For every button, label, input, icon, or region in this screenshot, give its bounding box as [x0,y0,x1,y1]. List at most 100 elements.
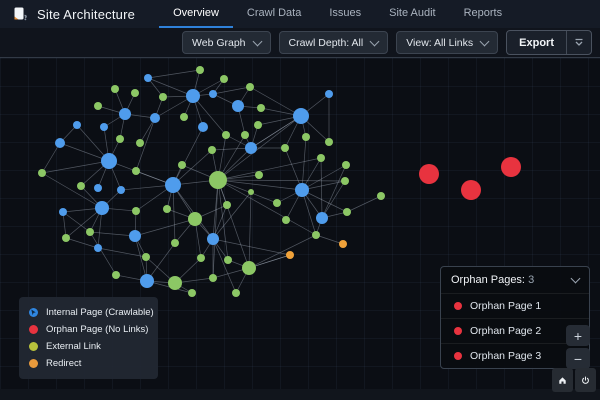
graph-node[interactable] [286,251,294,259]
graph-node[interactable] [246,83,254,91]
graph-node[interactable] [341,177,349,185]
graph-node[interactable] [140,274,154,288]
graph-node[interactable] [86,228,94,236]
graph-node[interactable] [209,274,217,282]
graph-edge [76,124,110,162]
graph-node[interactable] [129,230,141,242]
orphan-panel-header[interactable]: Orphan Pages: 3 [441,267,589,293]
graph-node[interactable] [131,89,139,97]
graph-node[interactable] [222,131,230,139]
graph-node[interactable] [38,169,46,177]
graph-node[interactable] [73,121,81,129]
graph-node[interactable] [165,177,181,193]
graph-node[interactable] [188,212,202,226]
graph-node[interactable] [254,121,262,129]
home-button[interactable] [552,368,573,392]
zoom-out-button[interactable]: − [566,348,590,369]
graph-node[interactable] [94,244,102,252]
crawl-depth-dropdown[interactable]: Crawl Depth: All [278,31,389,54]
graph-node[interactable] [136,139,144,147]
orphan-list-item-3[interactable]: Orphan Page 3 [441,343,589,368]
graph-node[interactable] [144,74,152,82]
graph-node[interactable] [325,138,333,146]
graph-node[interactable] [95,201,109,215]
tab-reports[interactable]: Reports [463,7,503,19]
graph-node[interactable] [188,289,196,297]
graph-node[interactable] [94,102,102,110]
graph-node[interactable] [339,240,347,248]
graph-node[interactable] [248,189,254,195]
graph-node[interactable] [132,207,140,215]
zoom-in-button[interactable]: + [566,325,590,346]
graph-edge [248,254,291,269]
graph-node[interactable] [171,239,179,247]
graph-node[interactable] [100,123,108,131]
graph-node[interactable] [55,138,65,148]
graph-node[interactable] [232,100,244,112]
graph-node[interactable] [325,90,333,98]
graph-node[interactable] [116,135,124,143]
orphan-page-node[interactable] [501,157,521,177]
graph-node[interactable] [245,142,257,154]
graph-node[interactable] [209,171,227,189]
graph-node[interactable] [293,108,309,124]
graph-node[interactable] [62,234,70,242]
graph-node[interactable] [198,122,208,132]
graph-node[interactable] [150,113,160,123]
graph-node[interactable] [242,261,256,275]
graph-node[interactable] [94,184,102,192]
graph-node[interactable] [295,183,309,197]
graph-node[interactable] [59,208,67,216]
graph-node[interactable] [196,66,204,74]
orphan-list-item-2[interactable]: Orphan Page 2 [441,318,589,343]
graph-node[interactable] [77,182,85,190]
graph-node[interactable] [112,271,120,279]
graph-node[interactable] [159,93,167,101]
graph-node[interactable] [197,254,205,262]
graph-node[interactable] [316,212,328,224]
graph-node[interactable] [257,104,265,112]
graph-node[interactable] [111,85,119,93]
orphan-page-node[interactable] [461,180,481,200]
view-links-dropdown[interactable]: View: All Links [396,31,499,54]
tab-overview[interactable]: Overview [159,0,233,28]
orphan-list-item-1[interactable]: Orphan Page 1 [441,293,589,318]
graph-node[interactable] [132,167,140,175]
graph-node[interactable] [377,192,385,200]
graph-node[interactable] [343,208,351,216]
graph-node[interactable] [207,233,219,245]
graph-node[interactable] [178,161,186,169]
graph-node[interactable] [302,133,310,141]
graph-node[interactable] [142,253,150,261]
tab-crawl-data[interactable]: Crawl Data [246,7,302,19]
export-menu-button[interactable] [566,31,591,54]
graph-node[interactable] [220,75,228,83]
graph-node[interactable] [208,146,216,154]
graph-node[interactable] [317,154,325,162]
power-button[interactable] [575,368,596,392]
graph-node[interactable] [224,256,232,264]
graph-node[interactable] [163,205,171,213]
export-button[interactable]: Export [507,31,566,54]
graph-node[interactable] [273,199,281,207]
graph-node[interactable] [312,231,320,239]
graph-node[interactable] [255,171,263,179]
graph-node[interactable] [282,216,290,224]
graph-node[interactable] [168,276,182,290]
graph-node[interactable] [101,153,117,169]
graph-node[interactable] [186,89,200,103]
site-graph-canvas[interactable] [0,58,600,400]
orphan-page-node[interactable] [419,164,439,184]
graph-node[interactable] [342,161,350,169]
graph-node[interactable] [117,186,125,194]
graph-node[interactable] [119,108,131,120]
graph-node[interactable] [223,201,231,209]
tab-issues[interactable]: Issues [329,7,362,19]
graph-node[interactable] [281,144,289,152]
graph-node[interactable] [209,90,217,98]
graph-type-dropdown[interactable]: Web Graph [182,31,271,54]
tab-site-audit[interactable]: Site Audit [389,7,436,19]
graph-node[interactable] [232,289,240,297]
graph-node[interactable] [241,131,249,139]
graph-node[interactable] [180,113,188,121]
